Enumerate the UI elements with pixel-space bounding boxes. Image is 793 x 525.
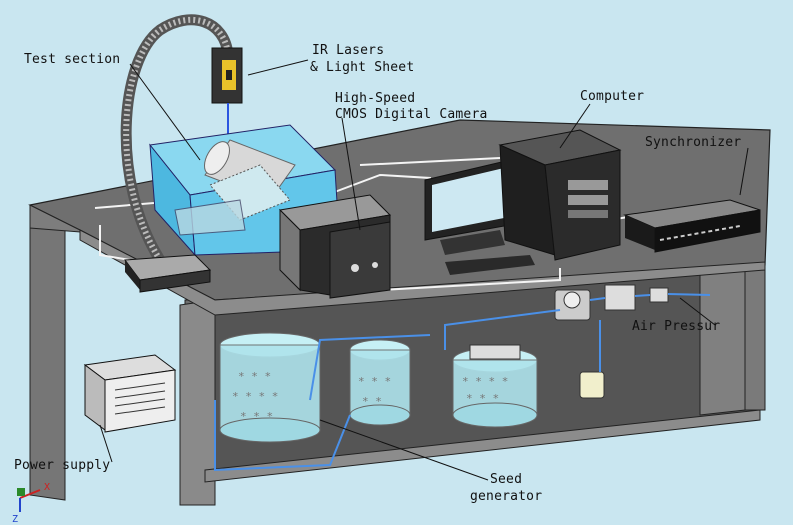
- label-computer: Computer: [580, 89, 645, 104]
- axis-triad: X Z: [12, 482, 50, 525]
- synchronizer-box: [623, 199, 761, 253]
- svg-text:* * * *: * * * *: [232, 390, 278, 403]
- table-frame: [28, 119, 771, 506]
- computer-monitor: [424, 159, 535, 275]
- label-synchronizer: Synchronizer: [645, 135, 742, 150]
- svg-text:* * *: * * *: [238, 370, 271, 383]
- ir-laser-head: [211, 47, 243, 140]
- power-supply-unit: [83, 354, 177, 433]
- svg-text:* * *: * * *: [466, 392, 499, 405]
- svg-text:* * *: * * *: [240, 410, 273, 423]
- label-seed-2: generator: [470, 489, 543, 504]
- high-speed-camera: [278, 194, 392, 299]
- axis-x-label: X: [44, 482, 50, 493]
- air-pressure-regulator: [554, 284, 711, 321]
- air-tubes: [214, 309, 601, 472]
- label-ir-lasers-1: IR Lasers: [312, 43, 385, 58]
- axis-z-label: Z: [12, 514, 18, 525]
- label-air-pressure: Air Pressur: [632, 319, 721, 334]
- label-seed-1: Seed: [490, 472, 523, 487]
- computer-tower: [498, 129, 622, 261]
- label-ir-lasers-2: & Light Sheet: [310, 60, 415, 75]
- label-power-supply: Power supply: [14, 458, 111, 473]
- svg-text:* * *: * * *: [358, 375, 391, 388]
- svg-text:* *: * *: [362, 395, 382, 408]
- label-leader-lines: [99, 59, 749, 481]
- svg-text:* * * *: * * * *: [462, 375, 508, 388]
- label-test-section: Test section: [24, 52, 121, 67]
- label-camera-1: High-Speed: [335, 91, 416, 106]
- laser-controller: [124, 254, 212, 293]
- laser-arm: [120, 14, 234, 263]
- label-camera-2: CMOS Digital Camera: [335, 107, 488, 122]
- seed-generator-tanks: * * * * * * * * * * * * * * * * * * * * …: [219, 332, 605, 443]
